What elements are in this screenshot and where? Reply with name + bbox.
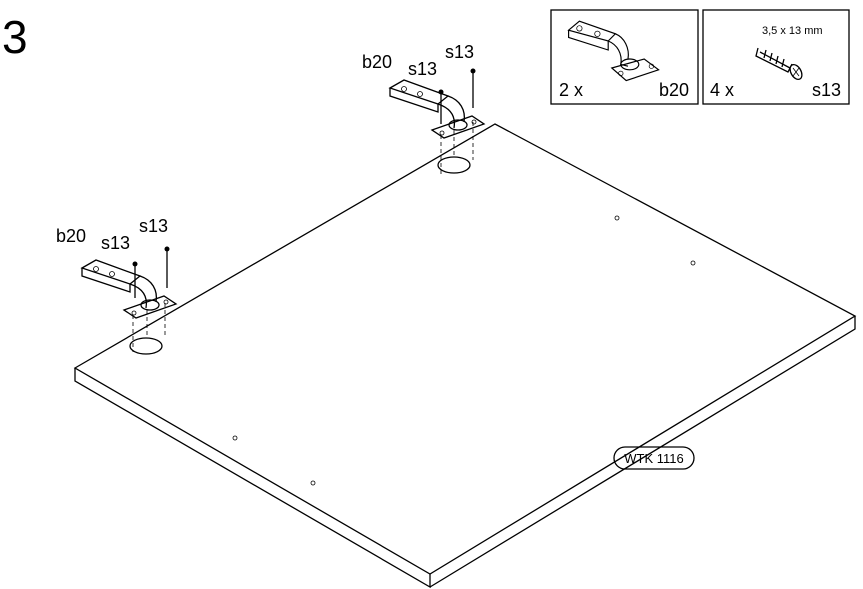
hinge-icon bbox=[567, 20, 660, 82]
screw-code: s13 bbox=[812, 80, 841, 100]
dowel-hole bbox=[690, 260, 696, 266]
hinge-cup-hole bbox=[437, 156, 471, 174]
screw-icon bbox=[755, 47, 803, 81]
hinge-assembly-back: b20 s13 s13 bbox=[362, 42, 486, 176]
hinge-code: b20 bbox=[659, 80, 689, 100]
screw-size: 3,5 x 13 mm bbox=[762, 25, 823, 37]
panel-code-badge: WTK 1116 bbox=[613, 446, 695, 470]
parts-box-screw: 3,5 x 13 mm 4 x s13 bbox=[702, 9, 850, 105]
screw-quantity: 4 x bbox=[710, 80, 734, 100]
screw-icon bbox=[470, 68, 476, 108]
screw-label: s13 bbox=[101, 233, 130, 253]
screw-label: s13 bbox=[408, 59, 437, 79]
dowel-hole bbox=[232, 435, 238, 441]
panel-code: WTK 1116 bbox=[624, 451, 683, 466]
screw-label: s13 bbox=[139, 216, 168, 236]
dowel-hole bbox=[310, 480, 316, 486]
parts-box-hinge: 2 x b20 bbox=[550, 9, 699, 105]
step-number: 3 bbox=[2, 11, 28, 63]
dowel-hole bbox=[614, 215, 620, 221]
screw-label: s13 bbox=[445, 42, 474, 62]
hinge-quantity: 2 x bbox=[559, 80, 583, 100]
hinge-assembly-front: b20 s13 s13 bbox=[56, 216, 178, 352]
screw-icon bbox=[164, 246, 170, 288]
hinge-label: b20 bbox=[56, 226, 86, 246]
screw-icon bbox=[438, 89, 444, 124]
hinge-label: b20 bbox=[362, 52, 392, 72]
panel bbox=[73, 123, 857, 589]
screw-icon bbox=[132, 261, 138, 298]
hinge-cup-hole bbox=[129, 337, 163, 355]
